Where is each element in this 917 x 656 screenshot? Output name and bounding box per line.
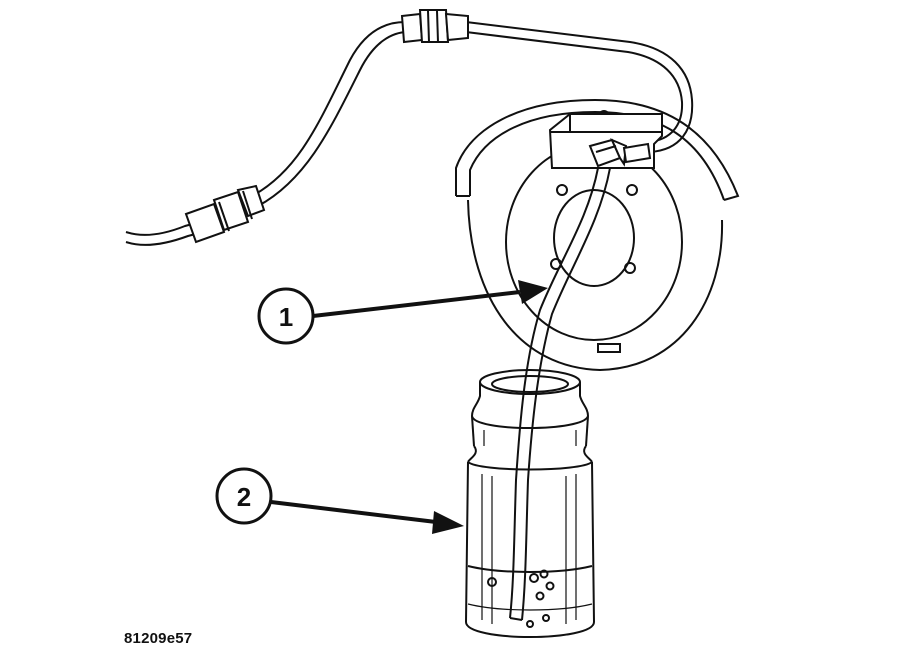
callout-1: 1 [257,280,548,345]
callout-1-label: 1 [279,302,293,332]
callout-2-leader-arrow [270,500,464,534]
callout-2-label: 2 [237,482,251,512]
brake-line-fitting-lower [184,184,266,244]
brake-line [125,21,694,246]
callout-2: 2 [215,467,464,534]
figure-id: 81209e57 [124,630,193,647]
bleeder-hose [509,167,611,621]
brake-line-fitting-upper [400,9,469,44]
collection-bottle [464,369,596,638]
callout-1-leader-arrow [312,280,548,318]
bleeder-screw [588,138,652,168]
splash-shield [455,98,740,201]
